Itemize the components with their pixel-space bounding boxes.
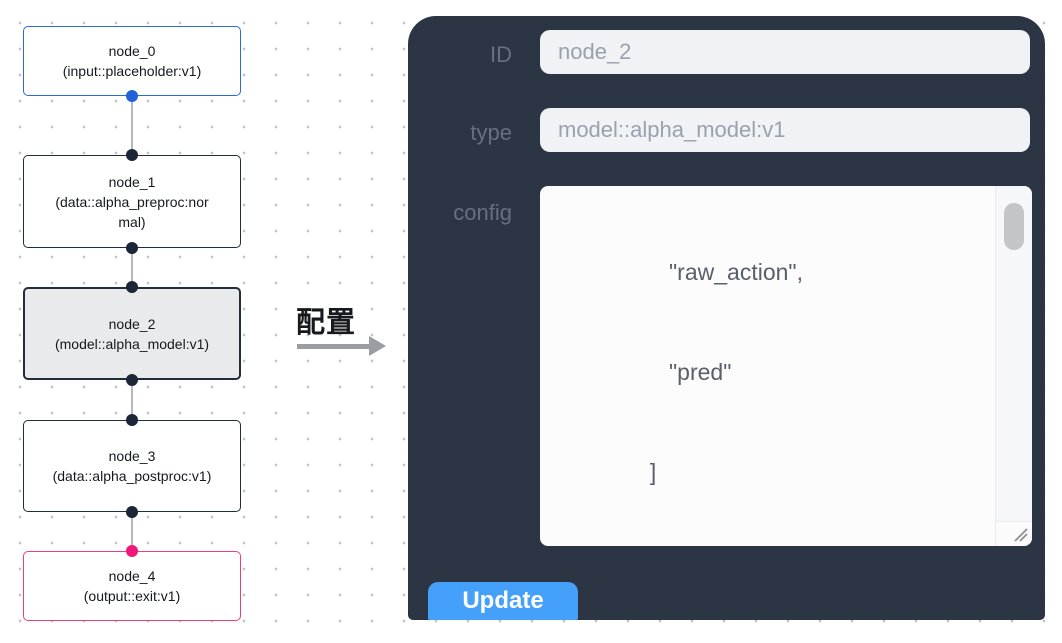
configure-annotation: 配置 [296,307,357,339]
config-textarea[interactable]: "raw_action", "pred" ] }, "trace": { "sc… [540,186,1032,546]
node-subtitle: (input::placeholder:v1) [62,63,202,79]
type-input[interactable] [540,108,1030,152]
port-node_3-output[interactable] [126,506,138,518]
id-field-label: ID [490,42,512,67]
config-json-content: "raw_action", "pred" ] }, "trace": { "sc… [554,258,803,486]
port-node_0-output[interactable] [126,90,138,102]
node-inspector-panel: ID type config "raw_action", "pred" ] },… [408,16,1045,620]
textarea-resize-handle[interactable] [995,521,1032,546]
type-field-label: type [470,120,512,145]
config-scrollbar-thumb[interactable] [1004,203,1024,250]
flow-node-node_3[interactable]: node_3 (data::alpha_postproc:v1) [23,420,241,512]
id-input[interactable] [540,30,1030,74]
port-node_1-input[interactable] [126,149,138,161]
port-node_3-input[interactable] [126,414,138,426]
port-node_2-output[interactable] [126,374,138,386]
config-scrollbar-track[interactable] [995,186,1032,521]
node-title: node_0 [108,43,156,59]
node-title: node_3 [108,448,156,464]
port-node_4-input[interactable] [126,545,138,557]
node-title: node_4 [108,568,156,584]
port-node_2-input[interactable] [126,281,138,293]
resize-grip-icon [1014,528,1028,542]
flow-node-node_2-selected[interactable]: node_2 (model::alpha_model:v1) [23,287,241,380]
config-field-label: config [453,200,512,225]
flow-node-node_4[interactable]: node_4 (output::exit:v1) [23,551,241,621]
node-title: node_1 [108,173,156,190]
flow-node-node_1[interactable]: node_1 (data::alpha_preproc:normal) [23,155,241,248]
node-subtitle: (data::alpha_postproc:v1) [52,468,212,484]
update-button[interactable]: Update [428,582,578,620]
port-node_1-output[interactable] [126,242,138,254]
right-arrow-shaft [297,344,370,349]
node-title: node_2 [108,315,156,332]
node-subtitle: (model::alpha_model:v1) [54,335,210,352]
right-arrow-icon [369,336,386,356]
flow-node-node_0[interactable]: node_0 (input::placeholder:v1) [23,26,241,96]
node-subtitle: (output::exit:v1) [83,588,181,604]
node-subtitle: (data::alpha_preproc:normal) [55,193,209,230]
